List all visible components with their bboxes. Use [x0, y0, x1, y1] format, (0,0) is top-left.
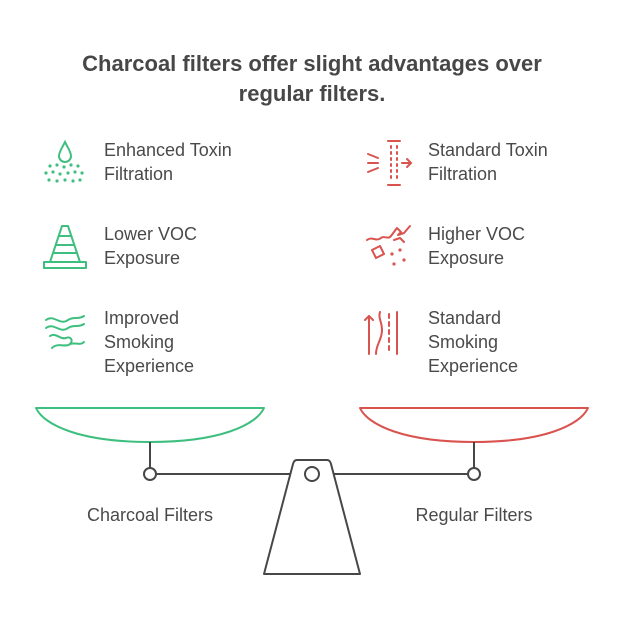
label-line: Exposure: [104, 248, 181, 268]
left-item-voc: Lower VOC Exposure: [40, 222, 197, 272]
left-pan: [35, 407, 265, 443]
right-pan: [359, 407, 589, 443]
label-line: Exposure: [428, 248, 505, 268]
label-line: Enhanced Toxin: [104, 140, 232, 160]
right-item-label: Standard Toxin Filtration: [428, 138, 548, 186]
filter-barrier-icon: [367, 140, 413, 186]
label-line: Experience: [104, 356, 195, 376]
right-joint: [467, 467, 481, 481]
label-line: Smoking: [428, 332, 499, 352]
label-line: Standard: [428, 308, 502, 328]
page-title: Charcoal filters offer slight advantages…: [0, 49, 624, 109]
title-line-1: Charcoal filters offer slight advantages…: [82, 51, 542, 76]
title-line-2: regular filters.: [238, 81, 386, 106]
label-line: Smoking: [104, 332, 175, 352]
left-joint: [143, 467, 157, 481]
traffic-cone-icon: [43, 225, 87, 269]
droplet-spray-icon: [44, 139, 84, 183]
right-item-smoking: Standard Smoking Experience: [364, 306, 518, 378]
left-item-toxin: Enhanced Toxin Filtration: [40, 138, 232, 188]
label-line: Improved: [104, 308, 180, 328]
left-item-smoking: Improved Smoking Experience: [40, 306, 194, 378]
right-item-label: Higher VOC Exposure: [428, 222, 525, 270]
label-line: Experience: [428, 356, 519, 376]
left-pan-label: Charcoal Filters: [86, 505, 214, 525]
right-item-voc: Higher VOC Exposure: [364, 222, 525, 272]
label-line: Higher VOC: [428, 224, 526, 244]
broken-shards-icon: [366, 225, 411, 266]
right-item-toxin: Standard Toxin Filtration: [364, 138, 548, 188]
label-line: Filtration: [428, 164, 498, 184]
fulcrum: [263, 459, 361, 575]
label-line: Filtration: [104, 164, 174, 184]
left-item-label: Improved Smoking Experience: [104, 306, 194, 378]
road-arrows-icon: [364, 311, 398, 355]
label-line: Standard Toxin: [428, 140, 548, 160]
smoke-wave-icon: [45, 315, 85, 349]
left-item-label: Enhanced Toxin Filtration: [104, 138, 232, 186]
label-line: Lower VOC: [104, 224, 198, 244]
right-item-label: Standard Smoking Experience: [428, 306, 518, 378]
pivot: [304, 466, 320, 482]
right-pan-label: Regular Filters: [415, 505, 533, 525]
left-item-label: Lower VOC Exposure: [104, 222, 197, 270]
